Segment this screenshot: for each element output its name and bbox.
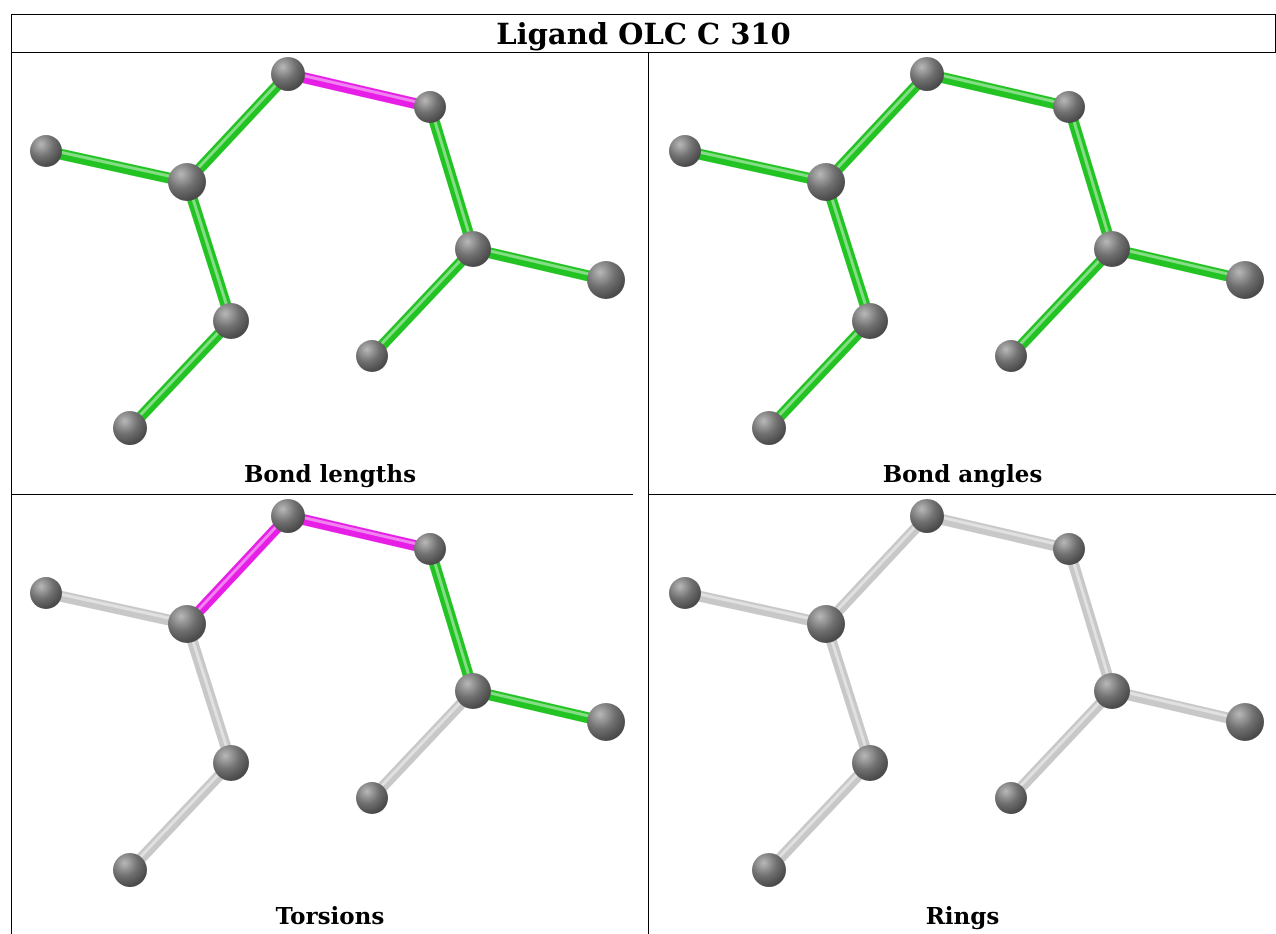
- atom-1: [807, 163, 845, 201]
- bond-7: [763, 757, 876, 876]
- bond-4: [1106, 685, 1251, 728]
- caption-torsions: Torsions: [275, 903, 385, 930]
- grid-line-left: [11, 14, 12, 934]
- grid-line-top: [11, 52, 1276, 53]
- atom-7: [213, 745, 249, 781]
- bond-1: [820, 68, 933, 188]
- atom-8: [113, 853, 147, 887]
- bond-3: [1063, 101, 1118, 255]
- bond-6: [820, 176, 876, 327]
- bond-4: [1106, 243, 1251, 286]
- bond-3: [424, 101, 479, 255]
- atom-7: [852, 745, 888, 781]
- atom-7: [213, 303, 249, 339]
- molecule-graphic-bond-lengths: [30, 57, 625, 445]
- atom-0: [669, 135, 701, 167]
- bond-7: [763, 315, 876, 434]
- atom-5: [587, 703, 625, 741]
- atom-0: [30, 577, 62, 609]
- atom-3: [1053, 91, 1085, 123]
- atom-2: [271, 57, 305, 91]
- molecule-graphic-bond-angles: [669, 57, 1264, 445]
- atom-5: [1226, 703, 1264, 741]
- bond-0: [679, 145, 832, 188]
- atom-7: [852, 303, 888, 339]
- panel-bond-angles: Bond angles: [649, 53, 1276, 494]
- atom-2: [271, 499, 305, 533]
- panel-rings: Rings: [649, 495, 1276, 934]
- bond-0: [40, 145, 193, 188]
- atom-1: [168, 163, 206, 201]
- bond-6: [820, 618, 876, 769]
- atom-1: [807, 605, 845, 643]
- atom-4: [1094, 231, 1130, 267]
- bond-2: [921, 68, 1075, 113]
- grid-line-center: [648, 52, 649, 934]
- atom-6: [995, 340, 1027, 372]
- bond-2: [921, 510, 1075, 555]
- bond-1: [820, 510, 933, 630]
- grid-line-middle-right: [648, 494, 1276, 495]
- bond-6: [181, 176, 237, 327]
- bond-5: [366, 685, 479, 804]
- bond-2: [282, 510, 436, 555]
- bond-0: [40, 587, 193, 630]
- atom-2: [910, 57, 944, 91]
- atom-4: [455, 231, 491, 267]
- atom-6: [995, 782, 1027, 814]
- atom-5: [1226, 261, 1264, 299]
- bond-1: [181, 68, 294, 188]
- caption-bond-lengths: Bond lengths: [243, 461, 417, 488]
- bond-7: [124, 315, 237, 434]
- bond-7: [124, 757, 237, 876]
- bond-3: [1063, 543, 1118, 697]
- bond-5: [1005, 243, 1118, 362]
- bond-1: [181, 510, 294, 630]
- atom-8: [752, 853, 786, 887]
- atom-3: [1053, 533, 1085, 565]
- atom-5: [587, 261, 625, 299]
- bond-4: [467, 243, 612, 286]
- atom-0: [30, 135, 62, 167]
- atom-4: [1094, 673, 1130, 709]
- atom-8: [752, 411, 786, 445]
- ligand-validation-figure: Ligand OLC C 310 Bond lengths Bond angle…: [11, 14, 1276, 934]
- atom-4: [455, 673, 491, 709]
- bond-2: [282, 68, 436, 113]
- atom-6: [356, 782, 388, 814]
- bond-5: [366, 243, 479, 362]
- bond-4: [467, 685, 612, 728]
- bond-6: [181, 618, 237, 769]
- bond-0: [679, 587, 832, 630]
- panel-bond-lengths: Bond lengths: [12, 53, 648, 494]
- figure-title: Ligand OLC C 310: [11, 14, 1276, 52]
- atom-6: [356, 340, 388, 372]
- atom-3: [414, 533, 446, 565]
- caption-rings: Rings: [925, 903, 1000, 930]
- caption-bond-angles: Bond angles: [882, 461, 1043, 488]
- atom-2: [910, 499, 944, 533]
- grid-line-middle-left: [11, 494, 633, 495]
- bond-3: [424, 543, 479, 697]
- atom-0: [669, 577, 701, 609]
- molecule-graphic-torsions: [30, 499, 625, 887]
- panel-torsions: Torsions: [12, 495, 648, 934]
- molecule-graphic-rings: [669, 499, 1264, 887]
- atom-3: [414, 91, 446, 123]
- bond-5: [1005, 685, 1118, 804]
- atom-1: [168, 605, 206, 643]
- atom-8: [113, 411, 147, 445]
